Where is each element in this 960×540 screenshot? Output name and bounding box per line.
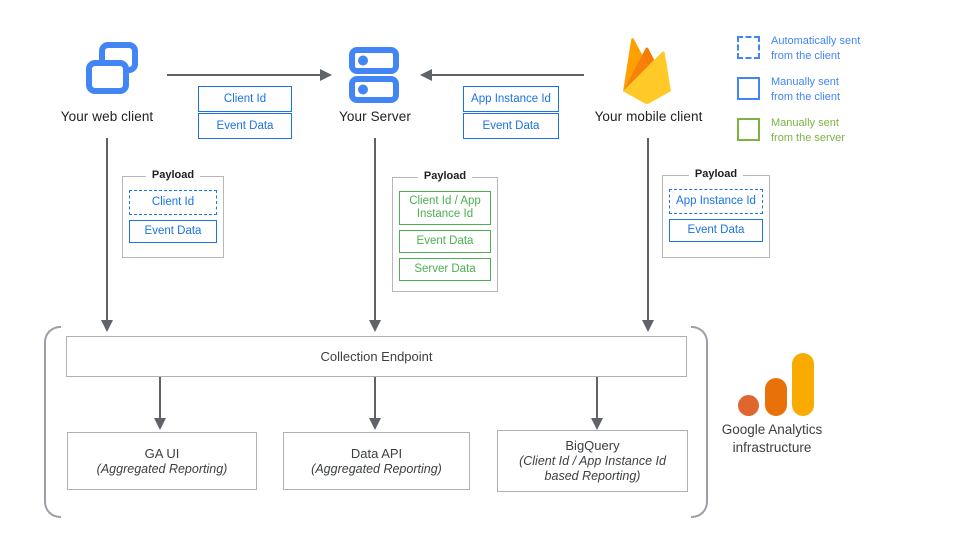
ga-infrastructure-label: Google Analytics infrastructure	[688, 421, 856, 457]
payload-item-event-data: Event Data	[669, 219, 763, 242]
legend-label: Manually sent	[771, 76, 839, 88]
payload-title: Payload	[145, 169, 201, 181]
payload-mobile: Payload App Instance Id Event Data	[662, 168, 770, 258]
tag-app-instance-id: App Instance Id	[463, 86, 559, 112]
arrow-mobile-to-server-icon	[420, 69, 584, 81]
payload-item-client-id: Client Id	[129, 190, 217, 215]
ga-brand-line2: infrastructure	[732, 440, 812, 455]
collection-endpoint-box: Collection Endpoint	[66, 336, 687, 377]
arrow-to-data-api-icon	[369, 377, 381, 430]
output-subtitle: (Client Id / App Instance Id based Repor…	[519, 454, 666, 483]
legend-label: Manually sent	[771, 117, 839, 129]
ga-brand-line1: Google Analytics	[721, 422, 823, 437]
firebase-icon	[622, 38, 672, 109]
legend-swatch-solid-green	[737, 118, 760, 141]
legend-label: from the client	[771, 50, 841, 62]
arrow-server-down-icon	[369, 138, 381, 332]
output-subtitle: (Aggregated Reporting)	[96, 461, 228, 476]
output-title: Data API	[350, 445, 403, 461]
arrow-mobile-down-icon	[642, 138, 654, 332]
infra-bracket-left-icon	[44, 326, 61, 518]
payload-item-app-instance-id: App Instance Id	[669, 189, 763, 214]
web-client-icon	[86, 42, 138, 99]
arrow-to-bigquery-icon	[591, 377, 603, 430]
legend-label: from the server	[771, 132, 845, 144]
tag-event-data-web: Event Data	[198, 113, 292, 139]
output-box-data-api: Data API (Aggregated Reporting)	[283, 432, 470, 490]
payload-item-server-data: Server Data	[399, 258, 491, 281]
output-subtitle: (Aggregated Reporting)	[311, 461, 442, 476]
tag-client-id: Client Id	[198, 86, 292, 112]
payload-item-event-data: Event Data	[129, 220, 217, 243]
payload-web: Payload Client Id Event Data	[122, 169, 224, 258]
arrow-to-ga-ui-icon	[154, 377, 166, 430]
legend-label: from the client	[771, 91, 841, 103]
server-icon	[348, 46, 400, 109]
legend-label: Automatically sent	[771, 35, 861, 47]
legend-swatch-dashed-blue	[737, 36, 760, 59]
output-title: GA UI	[144, 445, 180, 461]
server-label: Your Server	[339, 109, 411, 124]
payload-title: Payload	[417, 170, 473, 182]
payload-title: Payload	[688, 168, 744, 180]
output-box-ga-ui: GA UI (Aggregated Reporting)	[67, 432, 257, 490]
payload-item-client-or-app-id: Client Id / App Instance Id	[399, 191, 491, 225]
output-title: BigQuery	[565, 438, 620, 453]
payload-item-event-data: Event Data	[399, 230, 491, 253]
legend-swatch-solid-blue	[737, 77, 760, 100]
web-client-label: Your web client	[60, 109, 154, 124]
mobile-client-label: Your mobile client	[594, 109, 703, 124]
arrow-web-to-server-icon	[167, 69, 332, 81]
payload-server: Payload Client Id / App Instance Id Even…	[392, 170, 498, 292]
tag-event-data-mobile: Event Data	[463, 113, 559, 139]
arrow-web-down-icon	[101, 138, 113, 332]
output-box-bigquery: BigQuery (Client Id / App Instance Id ba…	[497, 430, 688, 492]
collection-endpoint-label: Collection Endpoint	[320, 349, 433, 364]
